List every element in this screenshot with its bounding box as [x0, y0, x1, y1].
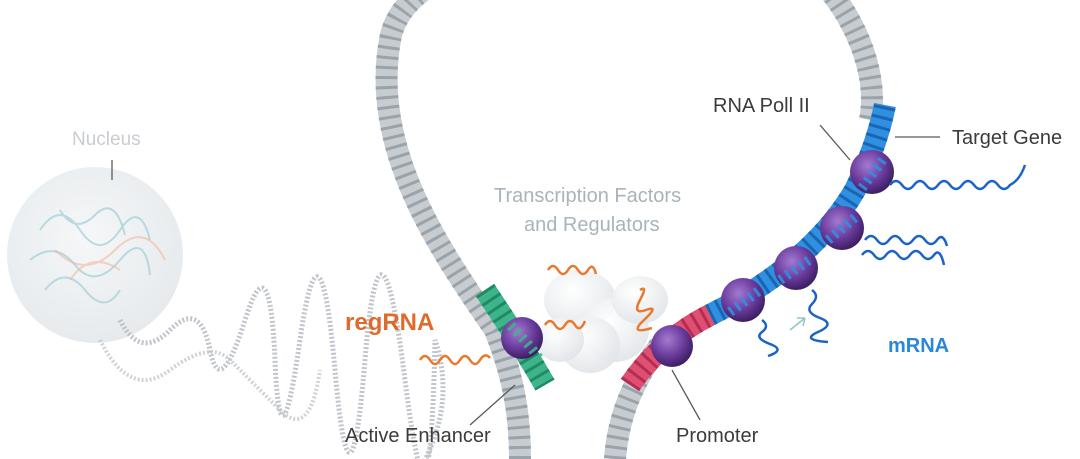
rna-pol-label: RNA Poll II — [713, 95, 810, 117]
nucleus-sphere — [7, 167, 183, 343]
mrna-strands — [758, 164, 1027, 358]
promoter-protein — [651, 325, 693, 367]
rna-pol-ii-2 — [774, 246, 818, 290]
transcription-factor-complex — [536, 270, 668, 373]
direction-arrow — [789, 317, 806, 331]
promoter-label: Promoter — [676, 425, 759, 447]
tf-label-line2: and Regulators — [524, 214, 660, 236]
tf-label-line1: Transcription Factors — [494, 185, 682, 207]
active-enhancer-label: Active Enhancer — [345, 425, 491, 447]
nucleus-label: Nucleus — [72, 129, 141, 150]
mrna-label: mRNA — [888, 335, 950, 357]
chromatin-coil — [117, 272, 446, 459]
target-gene-label: Target Gene — [952, 127, 1063, 149]
regrna-strands — [418, 264, 654, 366]
dna-loop-helix-marks — [375, 0, 883, 459]
regrna-label: regRNA — [345, 309, 435, 336]
nucleus-chromatin-tangle — [29, 207, 151, 304]
leader-lines — [111, 124, 940, 426]
